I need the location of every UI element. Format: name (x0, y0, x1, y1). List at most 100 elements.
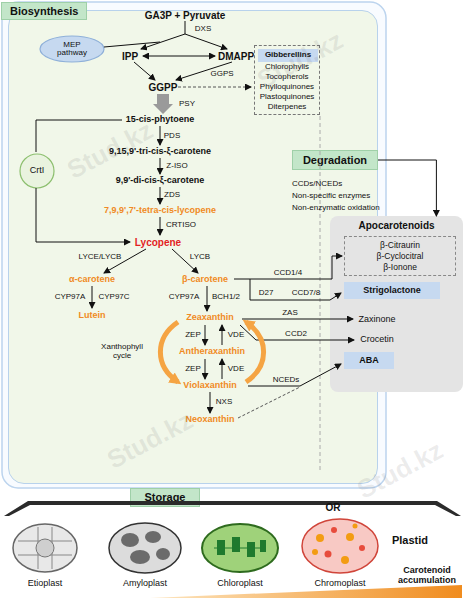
chloroplast-drawing (260, 540, 266, 552)
plastid-name: Chloroplast (217, 579, 263, 589)
chromoplast-drawing (325, 551, 332, 558)
etioplast-drawing (38, 527, 39, 569)
reversible-arrow (143, 56, 215, 57)
enzyme-circle: CrtI (19, 153, 55, 189)
hormone-box: Strigolactone (344, 282, 440, 299)
node-text: ABA (359, 356, 379, 366)
reaction-arrow (160, 158, 161, 174)
outer-frame (2, 2, 386, 488)
chromoplast-drawing (302, 519, 378, 573)
reaction-arrow (222, 359, 223, 379)
guide-line (320, 116, 321, 470)
amyloplast-drawing (121, 533, 139, 547)
node-text: Degradation (303, 154, 367, 166)
etioplast-drawing (18, 555, 72, 556)
xanthophyll-cycle-arrow (246, 322, 264, 382)
section-tab: Degradation (292, 150, 378, 170)
reaction-arrow (222, 325, 223, 345)
accumulation-wedge (150, 585, 462, 598)
reaction-arrow (205, 325, 206, 345)
reaction-arrow (210, 392, 211, 413)
node-text: β-Citraurin (380, 240, 420, 251)
reaction-arrow (36, 188, 130, 242)
storage-bracket (4, 501, 461, 516)
chloroplast-drawing (247, 542, 255, 557)
node-text: Gibberellins (265, 51, 311, 60)
connector-line (36, 21, 185, 152)
node-text: Tocopherols (265, 72, 308, 82)
chloroplast-drawing (214, 548, 266, 549)
reaction-arrow (104, 249, 146, 273)
node-text: β-Ionone (383, 262, 417, 273)
chloroplast-drawing (217, 540, 225, 555)
amyloplast-drawing (156, 548, 170, 560)
reaction-arrow (248, 364, 341, 386)
reaction-arrow (240, 325, 354, 340)
highlight-box: Gibberellins (258, 49, 318, 62)
chromoplast-drawing (341, 556, 349, 564)
section-tab: Storage (130, 488, 200, 507)
psy-chevron (153, 94, 173, 114)
node-text: Diterpenes (268, 102, 307, 112)
chromoplast-drawing (346, 533, 354, 541)
chromoplast-drawing (312, 549, 318, 555)
node-text: β-Cyclocitral (377, 251, 424, 262)
amyloplast-drawing (130, 550, 150, 564)
etioplast-drawing (36, 539, 54, 557)
accumulation-wedge (150, 585, 462, 598)
hormone-box: ABA (344, 352, 394, 369)
section-panel: BiosynthesisMEP pathwayCrtIChlorophyllsT… (8, 10, 378, 484)
node-text: Plastoquinones (260, 92, 315, 102)
chromoplast-drawing (302, 519, 378, 573)
plastid-name: Etioplast (28, 579, 63, 589)
node-text: CrtI (30, 166, 45, 176)
reaction-arrow (160, 217, 161, 235)
dashed-arrow (178, 87, 251, 88)
reversible-arrow (143, 56, 215, 57)
amyloplast-drawing (109, 523, 181, 573)
psy-chevron (153, 94, 173, 114)
reaction-arrow (207, 286, 208, 311)
reaction-arrow (250, 279, 341, 300)
etioplast-drawing (13, 524, 77, 572)
etioplast-drawing (52, 527, 53, 569)
gradient-label: Carotenoid accumulation (393, 566, 461, 586)
node-text: Chlorophylls (265, 62, 309, 72)
dashed-arrow (238, 387, 300, 418)
chromoplast-drawing (316, 534, 324, 542)
pathway-ellipse: MEP pathway (39, 35, 105, 63)
etioplast-drawing (18, 541, 72, 542)
reaction-arrow (234, 256, 342, 279)
chloroplast-drawing (202, 524, 278, 572)
reaction-arrow (185, 34, 227, 49)
reaction-arrow (134, 62, 155, 80)
reaction-arrow (172, 249, 198, 273)
plastid-name: Chromoplast (314, 579, 365, 589)
amyloplast-drawing (109, 523, 181, 573)
product-list-box: β-Citraurinβ-Cyclocitralβ-Ionone (344, 236, 456, 276)
chromoplast-drawing (331, 527, 337, 533)
reaction-arrow (141, 34, 185, 49)
chloroplast-drawing (232, 537, 240, 552)
alternative-label: OR (326, 502, 341, 513)
category-label: Plastid (392, 534, 428, 546)
reaction-arrow (176, 62, 232, 80)
plastid-name: Amyloplast (123, 579, 167, 589)
enzyme-circle-outline (20, 154, 54, 188)
storage-bracket (4, 501, 461, 516)
xanthophyll-cycle-arrow (160, 322, 178, 382)
reaction-arrow (92, 286, 93, 308)
node-text: Storage (145, 491, 186, 503)
reaction-arrow (160, 126, 161, 145)
dashed-arrow (178, 87, 300, 418)
connector-line (36, 120, 122, 152)
xanthophyll-cycle-arrow (160, 322, 263, 382)
node-text: Biosynthesis (1, 2, 87, 20)
pathway-ellipse-outline (40, 36, 104, 62)
product-group-box: Apocarotenoidsβ-Citraurinβ-Cyclocitralβ-… (330, 216, 463, 392)
reaction-arrow (160, 187, 161, 204)
node-text: Phylloquinones (260, 82, 314, 92)
product-list-box: ChlorophyllsTocopherolsPhylloquinonesPla… (254, 45, 320, 115)
